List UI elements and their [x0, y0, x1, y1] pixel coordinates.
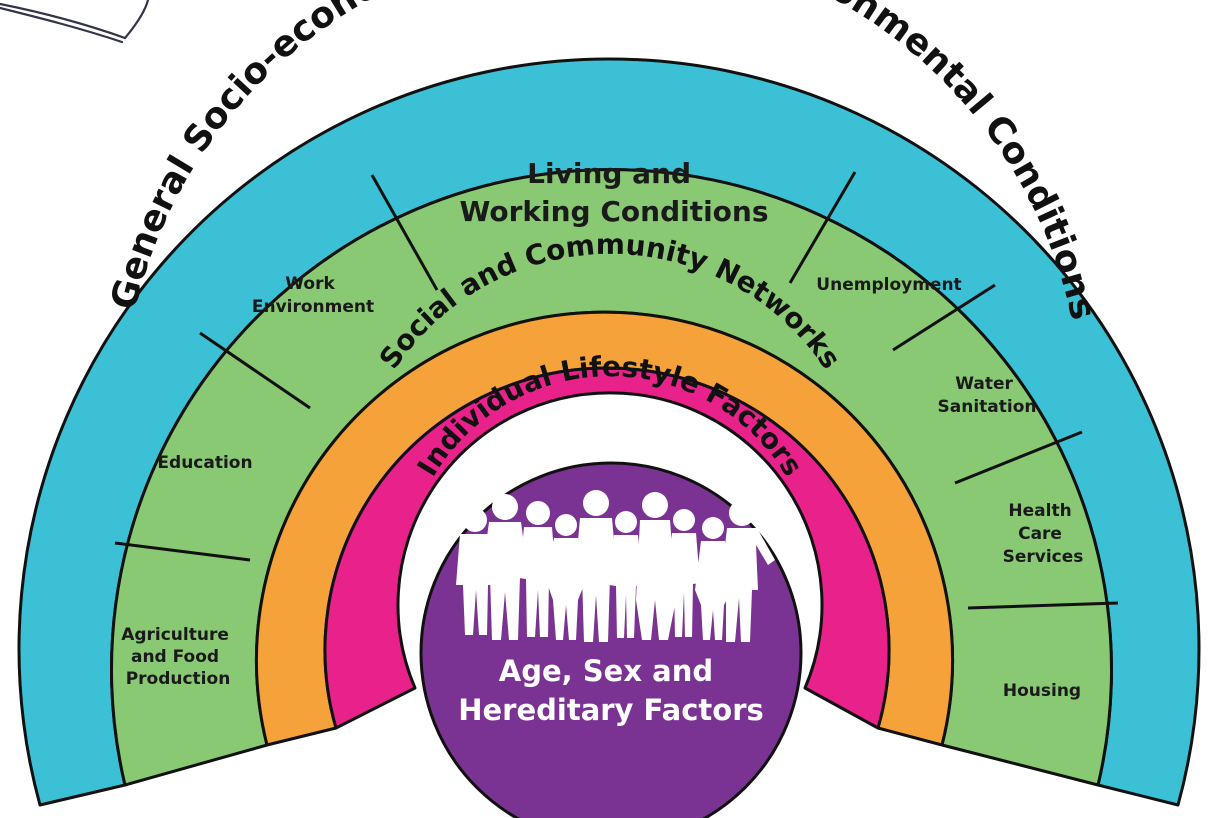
segment-housing: Housing — [1003, 681, 1081, 701]
segment-water-sanitation: Water Sanitation — [938, 374, 1037, 417]
sketch-line-decoration — [0, 0, 150, 44]
people-silhouettes-icon — [456, 490, 775, 642]
segment-health-care: Health Care Services — [1003, 501, 1084, 567]
segment-education: Education — [157, 453, 252, 473]
segment-unemployment: Unemployment — [816, 275, 961, 295]
core-label: Age, Sex and Hereditary Factors — [458, 654, 764, 727]
segment-agriculture: Agriculture and Food Production — [121, 625, 235, 689]
segment-dividers — [114, 171, 1119, 610]
individual-lifestyle-band — [323, 366, 891, 730]
segment-work-environment: Work Environment — [252, 274, 374, 317]
living-working-title: Living and Working Conditions — [459, 157, 768, 228]
